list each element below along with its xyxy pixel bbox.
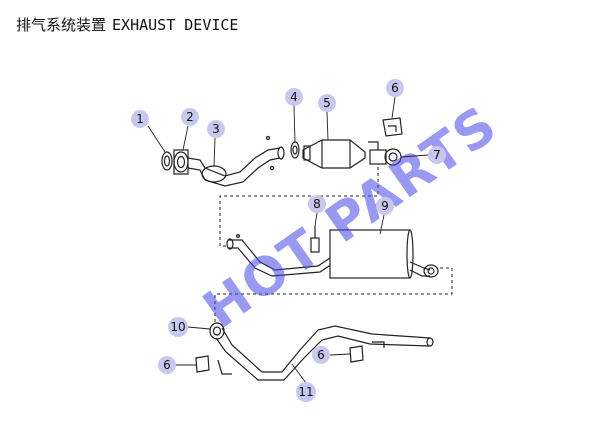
callout-10-badge <box>168 317 188 337</box>
callout-5: 5 <box>318 94 336 141</box>
callout-9: 9 <box>376 197 394 235</box>
callout-1-badge <box>131 110 149 128</box>
callout-9-label: 9 <box>381 199 389 213</box>
callout-5-badge <box>318 94 336 112</box>
callout-8: 8 <box>308 195 326 227</box>
gasket-part-1 <box>161 151 173 171</box>
callout-7: 7 <box>400 146 446 164</box>
callout-4-label: 4 <box>290 90 298 104</box>
callout-6-left-label: 6 <box>163 358 171 372</box>
callout-10-label: 10 <box>170 320 185 334</box>
muffler-part-9 <box>329 229 439 279</box>
callout-11-label: 11 <box>298 385 313 399</box>
callout-8-badge <box>308 195 326 213</box>
callout-11-badge <box>296 382 316 402</box>
callout-4: 4 <box>285 88 303 143</box>
callout-6-top: 6 <box>386 79 404 119</box>
title-english: EXHAUST DEVICE <box>112 16 239 34</box>
callout-6-left-badge <box>158 356 176 374</box>
callout-7-badge <box>428 146 446 164</box>
callout-4-badge <box>285 88 303 106</box>
callout-10: 10 <box>168 317 211 337</box>
intermediate-pipe <box>226 234 333 277</box>
callout-2: 2 <box>181 108 199 151</box>
callout-6-right-label: 6 <box>317 348 325 362</box>
callout-3-label: 3 <box>212 122 220 136</box>
callout-2-label: 2 <box>186 110 194 124</box>
callout-6-top-badge <box>386 79 404 97</box>
callout-7-label: 7 <box>433 148 441 162</box>
callout-6-right-badge <box>312 346 330 364</box>
callout-1-label: 1 <box>136 112 144 126</box>
connection-dash-lower <box>214 267 453 322</box>
callout-2-badge <box>181 108 199 126</box>
callout-5-label: 5 <box>323 96 331 110</box>
callout-6-top-label: 6 <box>391 81 399 95</box>
gasket-part-4 <box>290 141 300 159</box>
callout-8-label: 8 <box>313 197 321 211</box>
hanger-part-6-left <box>195 355 210 373</box>
callout-11: 11 <box>291 363 316 402</box>
flange-part-7 <box>369 148 402 166</box>
hanger-part-6-right <box>349 345 364 363</box>
hanger-part-8 <box>310 226 320 253</box>
callout-3: 3 <box>207 120 225 167</box>
flange-part-2 <box>173 149 189 175</box>
title-chinese: 排气系统装置 <box>16 16 107 34</box>
connection-dash-upper <box>219 167 379 247</box>
tail-pipe-part-11 <box>215 325 434 381</box>
callout-6-right: 6 <box>312 346 351 364</box>
hanger-part-6-top <box>368 117 403 150</box>
callout-6-left: 6 <box>158 356 197 374</box>
front-pipe-part-3 <box>187 135 285 187</box>
callout-1: 1 <box>131 110 166 153</box>
catalytic-converter-part-5 <box>302 139 366 169</box>
callout-9-badge <box>376 197 394 215</box>
callout-3-badge <box>207 120 225 138</box>
page-title: 排气系统装置 EXHAUST DEVICE <box>16 14 244 35</box>
watermark: HOT PARTS <box>193 94 509 340</box>
